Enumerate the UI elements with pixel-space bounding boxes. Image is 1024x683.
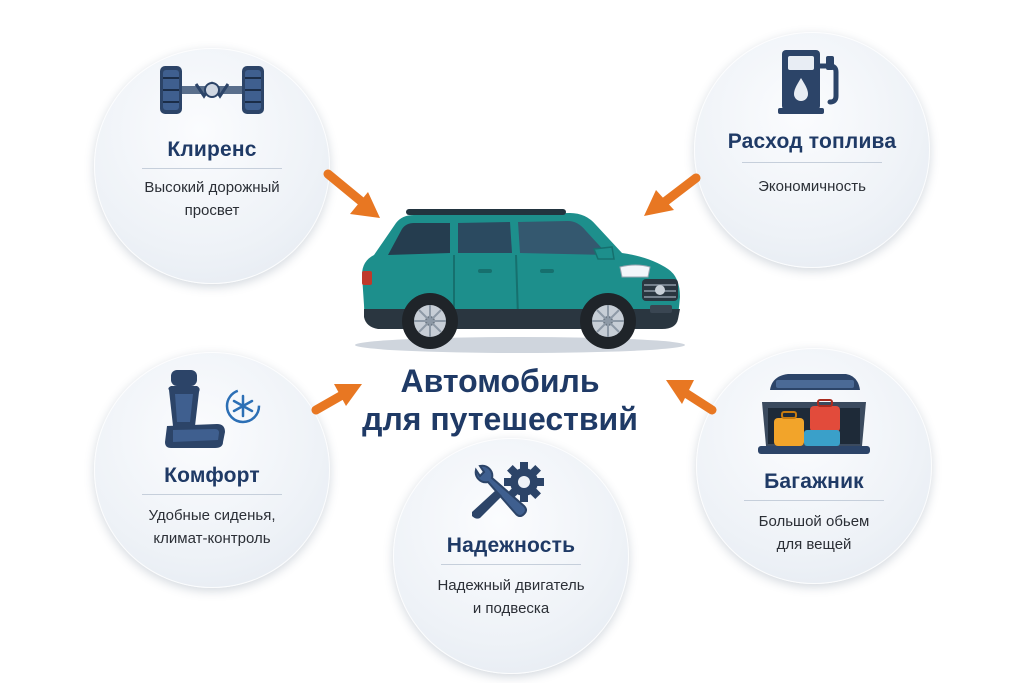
reliability-desc-line1: Надежный двигатель: [437, 577, 585, 594]
clearance-title: Клиренс: [167, 138, 257, 161]
reliability-divider: [441, 564, 581, 565]
trunk-title: Багажник: [764, 470, 864, 493]
reliability-desc-line2: и подвеска: [472, 600, 550, 617]
arrow-trunk-to-car: [666, 380, 717, 415]
wrench-gear-icon: [393, 456, 629, 526]
clearance-desc-line1: Высокий дорожный: [144, 179, 280, 196]
comfort-description: Удобные сиденья, климат-контроль: [94, 504, 330, 550]
trunk-divider: [744, 500, 884, 501]
car-seat-icon: [94, 366, 330, 456]
reliability-description: Надежный двигатель и подвеска: [393, 574, 629, 620]
fuel-title: Расход топлива: [727, 130, 897, 153]
trunk-desc-line1: Большой обьем: [758, 513, 870, 530]
comfort-title: Комфорт: [164, 464, 260, 487]
fuel-description: Экономичность: [694, 175, 930, 198]
trunk-card: Багажник Большой обьем для вещей: [696, 348, 932, 584]
comfort-desc-line2: климат-контроль: [153, 530, 271, 547]
fuel-card: Расход топлива Экономичность: [694, 32, 930, 268]
comfort-card: Комфорт Удобные сиденья, климат-контроль: [94, 352, 330, 588]
comfort-divider: [142, 494, 282, 495]
clearance-divider: [142, 168, 282, 169]
clearance-description: Высокий дорожный просвет: [94, 176, 330, 222]
clearance-desc-line2: просвет: [184, 202, 240, 219]
suv-car-illustration: [355, 209, 685, 353]
reliability-card: Надежность Надежный двигатель и подвеска: [393, 438, 629, 674]
reliability-title: Надежность: [446, 534, 576, 557]
arrow-clearance-to-car: [323, 169, 380, 218]
fuel-divider: [742, 162, 882, 163]
trunk-desc-line2: для вещей: [776, 536, 852, 553]
trunk-description: Большой обьем для вещей: [696, 510, 932, 556]
arrow-comfort-to-car: [311, 384, 362, 415]
fuel-desc-line1: Экономичность: [758, 178, 866, 195]
clearance-card: Клиренс Высокий дорожный просвет: [94, 48, 330, 284]
axle-icon: [94, 62, 330, 118]
arrow-fuel-to-car: [644, 173, 701, 216]
fuel-pump-icon: [694, 46, 930, 116]
center-title: Автомобиль для путешествий: [340, 362, 660, 438]
center-title-line1: Автомобиль: [400, 363, 600, 399]
open-trunk-icon: [696, 368, 932, 456]
comfort-desc-line1: Удобные сиденья,: [148, 507, 276, 524]
center-title-line2: для путешествий: [362, 401, 638, 437]
